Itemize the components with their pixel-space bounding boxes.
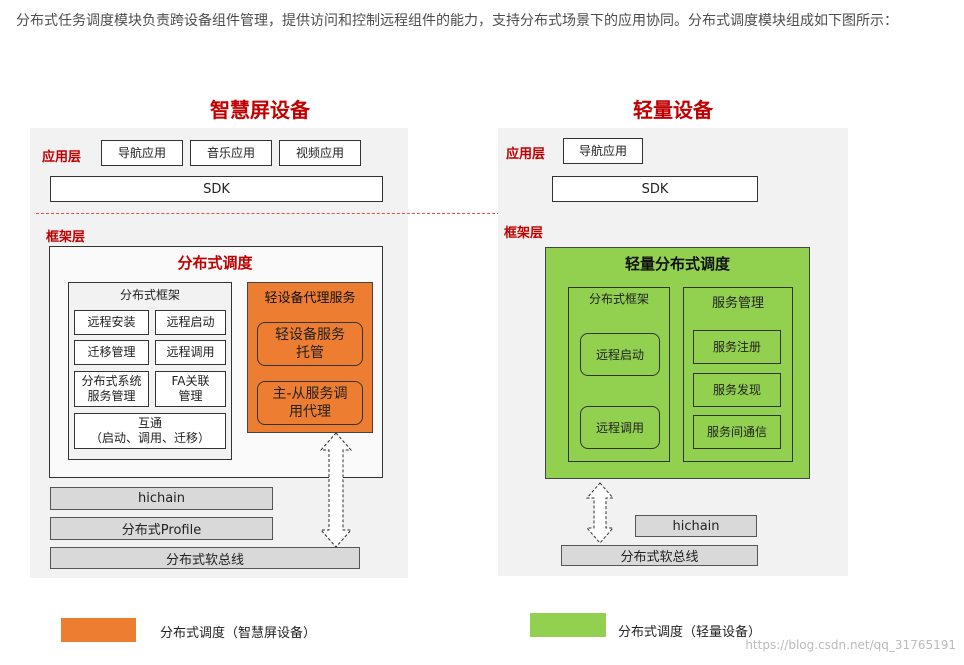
watermark: https://blog.csdn.net/qq_31765191 [745,638,956,652]
left-proxy-service-box [247,282,373,433]
left-profile: 分布式Profile [50,517,273,540]
right-dist-sched-title: 轻量分布式调度 [624,255,730,273]
left-app-layer-label: 应用层 [42,150,82,165]
right-service-discover: 服务发现 [693,373,781,407]
left-remote-start: 远程启动 [155,310,226,335]
left-proxy-hosting: 轻设备服务 托管 [257,322,363,366]
right-service-register: 服务注册 [693,330,781,364]
right-service-mgmt-box [683,287,793,462]
left-proxy-service-title: 轻设备代理服务 [264,291,356,306]
right-device-title: 轻量设备 [633,98,713,122]
left-proxy-call-agent: 主-从服务调 用代理 [257,381,363,425]
left-migration-mgmt: 迁移管理 [74,340,149,365]
right-app-layer-label: 应用层 [506,147,546,162]
left-device-title: 智慧屏设备 [210,98,310,122]
legend-orange-swatch [61,618,136,642]
left-remote-install: 远程安装 [74,310,149,335]
right-hichain: hichain [635,515,757,537]
left-remote-call: 远程调用 [155,340,226,365]
left-app-nav: 导航应用 [101,140,183,166]
right-soft-bus: 分布式软总线 [561,545,758,566]
legend-orange-label: 分布式调度（智慧屏设备） [160,626,317,641]
left-framework-title: 分布式框架 [119,288,180,302]
left-double-arrow-icon [319,432,353,548]
left-interop: 互通 （启动、调用、迁移） [74,413,226,449]
right-app-nav: 导航应用 [563,138,643,164]
left-dist-sched-title: 分布式调度 [177,254,253,272]
left-soft-bus: 分布式软总线 [50,547,360,569]
legend-green-swatch [530,613,606,637]
right-service-communication: 服务间通信 [693,415,781,449]
right-remote-call: 远程调用 [580,406,660,449]
right-sdk: SDK [552,176,758,202]
left-hichain: hichain [50,487,273,510]
layer-divider [36,213,846,214]
left-app-music: 音乐应用 [190,140,272,166]
left-app-video: 视频应用 [279,140,361,166]
right-service-mgmt-title: 服务管理 [711,296,764,311]
right-framework-box [568,287,670,462]
left-fa-association: FA关联 管理 [155,371,226,407]
right-double-arrow-icon [585,482,615,544]
left-dist-system-service: 分布式系统 服务管理 [74,371,149,407]
right-framework-title: 分布式框架 [588,292,649,306]
right-remote-start: 远程启动 [580,333,660,376]
left-sdk: SDK [50,176,383,202]
legend-green-label: 分布式调度（轻量设备） [618,625,762,640]
intro-paragraph: 分布式任务调度模块负责跨设备组件管理，提供访问和控制远程组件的能力，支持分布式场… [16,13,898,29]
right-framework-layer-label: 框架层 [504,226,544,241]
left-framework-layer-label: 框架层 [46,230,86,245]
